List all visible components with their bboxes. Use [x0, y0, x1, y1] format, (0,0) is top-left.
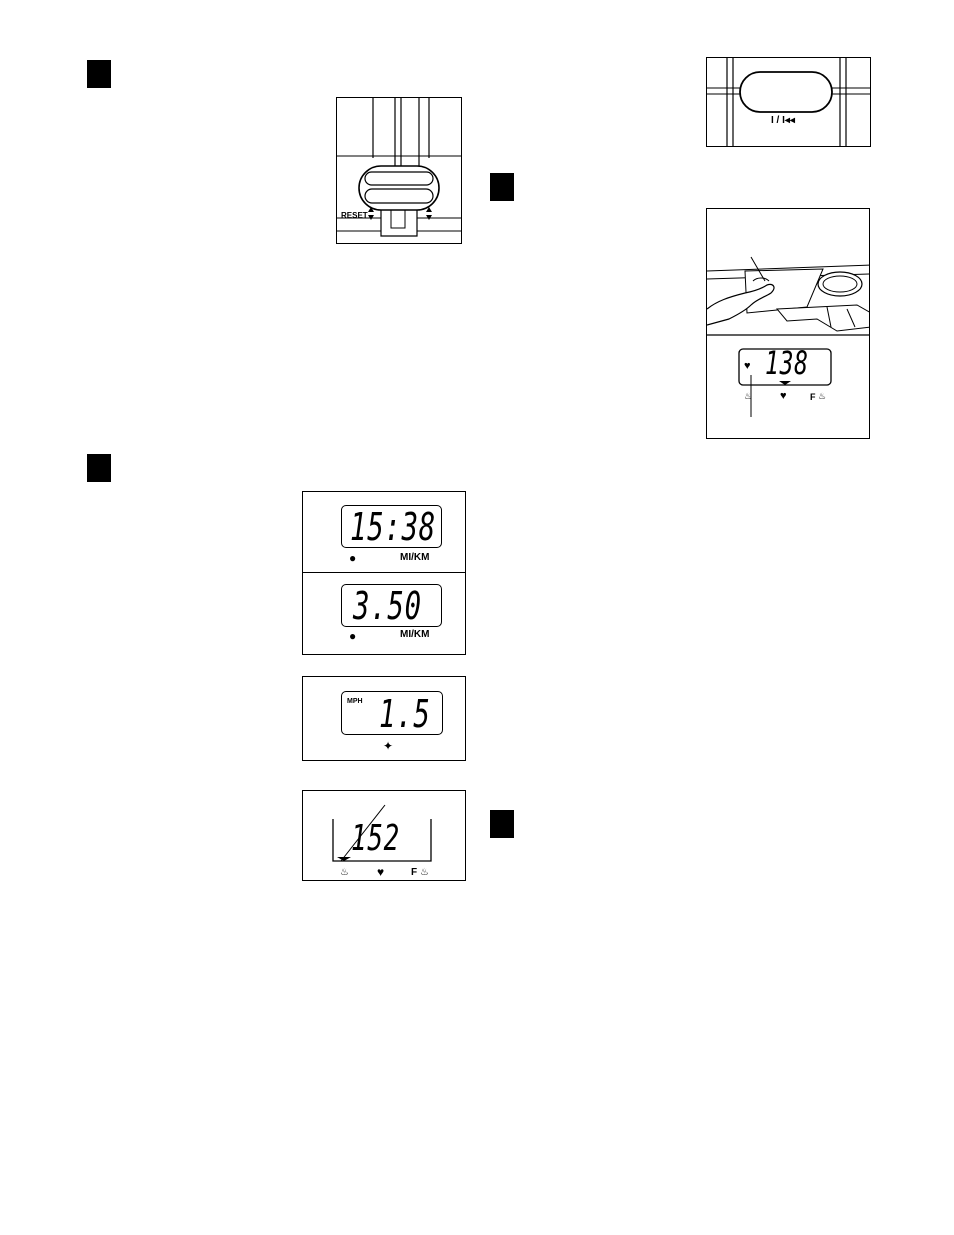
- reset-label: RESET: [341, 211, 368, 220]
- heart-icon: ♥: [377, 865, 385, 879]
- speed-unit-label: MPH: [347, 698, 363, 705]
- time-value: 15:38: [350, 505, 436, 549]
- start-reverse-label: I / I◂◂: [771, 115, 795, 126]
- fat-flame-icon: ♨: [420, 867, 429, 878]
- arrow-up-icon: [368, 207, 374, 212]
- fat-flame-icon: ♨: [818, 391, 827, 401]
- time-display-illustration: 15:38 ● MI/KM: [302, 491, 466, 573]
- step-marker-3: [87, 454, 111, 482]
- calorie-display-drawing: [332, 804, 432, 862]
- reset-key-drawing: [337, 98, 461, 237]
- distance-unit-label: MI/KM: [400, 629, 430, 640]
- heart-icon: ♥: [780, 390, 787, 402]
- start-button-illustration: I / I◂◂: [706, 57, 871, 147]
- speed-value: 1.5: [379, 692, 431, 736]
- clock-icon: ●: [349, 629, 357, 643]
- distance-value: 3.50: [353, 584, 422, 628]
- flame-icon: ♨: [744, 391, 753, 401]
- fat-burn-label: F: [411, 867, 418, 878]
- flame-icon: ♨: [340, 867, 349, 878]
- fat-burn-label: F: [810, 392, 816, 402]
- arrow-up-icon: [426, 207, 432, 212]
- step-marker-1: [87, 60, 111, 88]
- calorie-value: 152: [351, 818, 400, 859]
- distance-lcd: [341, 584, 442, 627]
- time-unit-label: MI/KM: [400, 552, 430, 563]
- start-button-drawing: [707, 58, 870, 146]
- distance-display-illustration: 3.50 ● MI/KM: [302, 572, 466, 655]
- time-lcd: [341, 505, 442, 548]
- heart-icon: ♥: [744, 360, 751, 372]
- reset-key-illustration: RESET: [336, 97, 462, 244]
- step-marker-2: [490, 173, 514, 201]
- arrow-down-icon: [426, 215, 432, 220]
- rabbit-icon: ✦: [383, 739, 394, 753]
- speed-display-illustration: MPH 1.5 ✦: [302, 676, 466, 761]
- heart-rate-display: 138: [765, 344, 809, 382]
- clock-icon: ●: [349, 551, 357, 565]
- pulse-sensor-drawing: [707, 256, 869, 417]
- step-marker-4: [490, 810, 514, 838]
- arrow-down-icon: [368, 215, 374, 220]
- calorie-display-illustration: 152 ♨ ♥ F ♨: [302, 790, 466, 881]
- pulse-sensor-illustration: ♥ 138 ♨ ♥ F ♨: [706, 208, 870, 439]
- speed-lcd: [341, 691, 443, 735]
